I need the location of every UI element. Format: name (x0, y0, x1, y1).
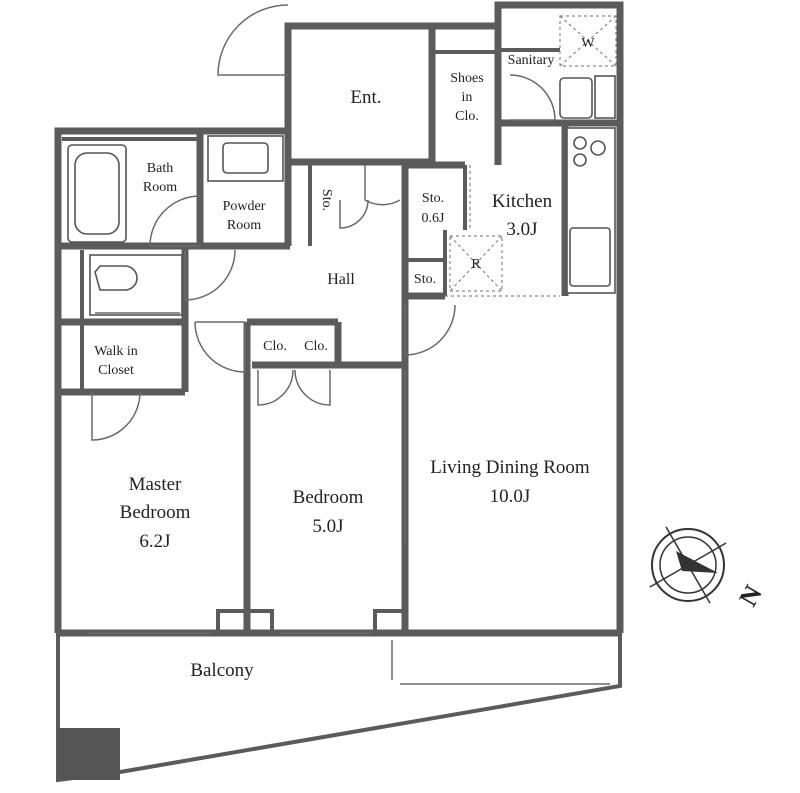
label-shoes-clo: Clo. (455, 109, 479, 124)
fixtures (67, 15, 617, 316)
fridge-space (449, 235, 503, 292)
label-hall: Hall (327, 271, 355, 288)
label-sto-hall: Sto. (319, 189, 334, 211)
burner-icon (573, 153, 587, 167)
ent-hall-door (364, 165, 401, 206)
burner-icon (573, 136, 587, 150)
pillar-left (216, 609, 274, 635)
label-sto-06: Sto. (422, 191, 444, 206)
label-sanitary: Sanitary (508, 53, 555, 68)
room-labels: Ent. Shoes in Clo. Sanitary W Bath Room … (94, 36, 595, 681)
closet-hall-door (194, 321, 246, 373)
windows (88, 370, 610, 685)
label-powder-room: Room (227, 218, 261, 233)
washer-space (559, 15, 617, 67)
label-clo-left: Clo. (263, 339, 287, 354)
bathtub-inner (74, 152, 120, 235)
label-ldr-size: 10.0J (490, 486, 531, 507)
living-door (404, 304, 456, 356)
sanitary-cabinet (594, 75, 616, 119)
burner-icon (590, 140, 606, 156)
bath-door (149, 195, 201, 247)
label-master-bedroom: Bedroom (120, 502, 191, 523)
label-walk-in: Walk in (94, 344, 138, 359)
doors (91, 4, 556, 441)
label-bath: Bath (147, 161, 173, 176)
label-master-size: 6.2J (139, 531, 170, 552)
entrance-door (217, 4, 289, 76)
toilet-door (184, 249, 236, 301)
label-bedroom: Bedroom (293, 487, 364, 508)
label-balcony: Balcony (190, 660, 254, 681)
vanity-sink (222, 142, 269, 174)
kitchen-sink (569, 227, 611, 287)
label-sto-small: Sto. (414, 272, 436, 287)
compass-ring (651, 528, 725, 602)
balcony-column (58, 728, 120, 780)
label-sto-06-size: 0.6J (422, 211, 446, 226)
label-clo-right: Clo. (304, 339, 328, 354)
label-powder: Powder (223, 199, 266, 214)
clo-door-a (257, 369, 294, 406)
compass-needle-icon (676, 551, 718, 573)
label-bath-room: Room (143, 180, 177, 195)
label-washer: W (581, 36, 595, 51)
sanitary-door (509, 74, 556, 121)
north-label: N (733, 580, 768, 611)
compass (649, 526, 727, 604)
hall-door (339, 199, 369, 229)
label-ldr: Living Dining Room (430, 457, 590, 478)
label-bedroom-size: 5.0J (312, 516, 343, 537)
label-fridge: R (471, 257, 481, 272)
clo-door-b (294, 369, 331, 406)
pillar-right (373, 609, 407, 635)
sanitary-sink (559, 77, 593, 119)
master-door (91, 391, 141, 441)
label-kitchen-size: 3.0J (506, 219, 537, 240)
label-shoes-in: in (462, 90, 473, 105)
label-ent: Ent. (350, 87, 381, 108)
toilet-icon (94, 265, 138, 291)
label-kitchen: Kitchen (492, 191, 553, 212)
label-master: Master (129, 474, 182, 495)
label-closet: Closet (98, 363, 134, 378)
label-shoes: Shoes (450, 71, 483, 86)
